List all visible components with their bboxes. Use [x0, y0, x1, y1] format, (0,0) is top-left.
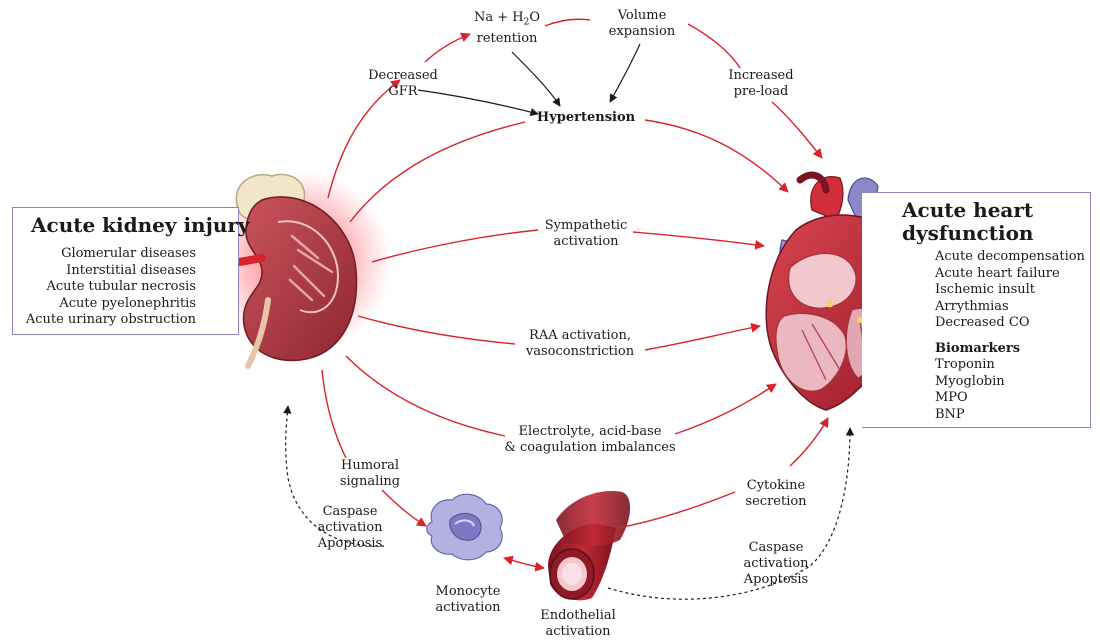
- arrow-sympathetic-to-heart: [633, 232, 764, 246]
- list-item: Acute heart failure: [935, 266, 1085, 283]
- monocyte-illustration: [427, 494, 502, 560]
- arrow-electrolyte-to-heart: [675, 384, 776, 434]
- label-electrolyte-imbalances: Electrolyte, acid-base& coagulation imba…: [500, 424, 680, 456]
- list-item: MPO: [935, 390, 1085, 407]
- list-item: Glomerular diseases: [26, 246, 196, 263]
- list-item: Acute decompensation: [935, 249, 1085, 266]
- arrow-volume-to-hypertension: [610, 44, 640, 102]
- biomarkers-heading: Biomarkers: [935, 341, 1085, 358]
- kidney-panel-title: Acute kidney injury: [31, 214, 250, 237]
- kidney-panel-list: Glomerular diseases Interstitial disease…: [26, 246, 196, 329]
- arrow-kidney-to-electrolyte: [346, 356, 505, 436]
- arrow-retention-to-hypertension: [512, 52, 560, 106]
- label-raa-activation: RAA activation,vasoconstriction: [514, 328, 646, 360]
- list-item: Myoglobin: [935, 374, 1085, 391]
- list-item: Interstitial diseases: [26, 263, 196, 280]
- arrow-volume-to-preload: [688, 24, 740, 68]
- list-item: Decreased CO: [935, 315, 1085, 332]
- list-item: Arrythmias: [935, 299, 1085, 316]
- arrow-monocyte-endothelial: [504, 558, 544, 568]
- arrow-kidney-to-sympathetic: [372, 230, 538, 262]
- list-item: Acute pyelonephritis: [26, 296, 196, 313]
- arrow-endothelial-to-cytokine: [618, 492, 735, 528]
- list-item: BNP: [935, 407, 1085, 424]
- heart-panel-list: Acute decompensation Acute heart failure…: [935, 249, 1085, 423]
- arrow-humoral-to-monocyte: [382, 490, 426, 526]
- arrow-kidney-to-raa: [358, 316, 515, 344]
- heart-panel-title: Acute heart dysfunction: [902, 199, 1033, 245]
- kidney-panel: Acute kidney injury Glomerular diseases …: [12, 207, 239, 335]
- heart-panel: Acute heart dysfunction Acute decompensa…: [862, 192, 1091, 428]
- endothelial-vessel-illustration: [548, 491, 630, 600]
- arrow-kidney-to-humoral: [322, 370, 346, 458]
- list-item: Acute tubular necrosis: [26, 279, 196, 296]
- arrow-raa-to-heart: [645, 326, 760, 350]
- list-item: Acute urinary obstruction: [26, 312, 196, 329]
- arrow-preload-to-heart: [772, 102, 822, 158]
- list-item: Ischemic insult: [935, 282, 1085, 299]
- label-hypertension: Hypertension: [527, 110, 645, 126]
- arrow-kidney-to-hypertension: [350, 122, 525, 222]
- list-item: Troponin: [935, 357, 1085, 374]
- arrow-hypertension-to-heart: [645, 120, 788, 192]
- arrow-cytokine-to-heart: [790, 418, 828, 466]
